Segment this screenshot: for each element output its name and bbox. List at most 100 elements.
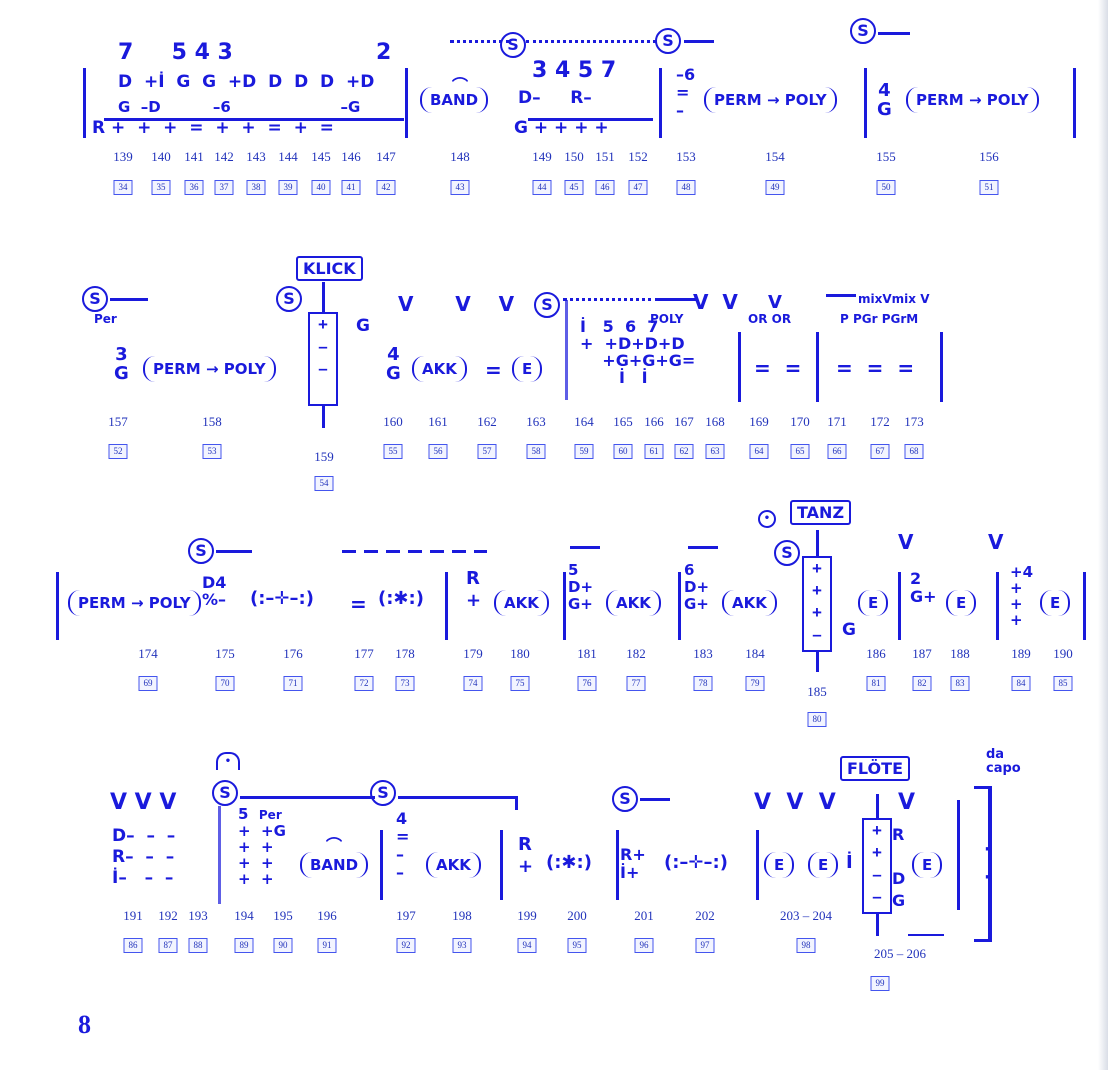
box-number: 47 <box>628 180 648 195</box>
s-sign: S <box>534 292 560 318</box>
barline <box>616 830 619 900</box>
arrow-down <box>876 912 879 936</box>
bracket <box>826 294 856 297</box>
bar-number: 159 <box>314 449 334 464</box>
box-number: 58 <box>526 444 546 459</box>
bar-number: 196 <box>317 908 337 923</box>
chord-labels: D– R– <box>518 88 592 108</box>
g-label: G <box>356 316 370 336</box>
box-number: 49 <box>765 180 785 195</box>
s-sign: S <box>774 540 800 566</box>
bracket <box>656 298 696 301</box>
box-number: 43 <box>450 180 470 195</box>
bar-number: 200 <box>567 908 587 923</box>
box-number: 91 <box>317 938 337 953</box>
bar-number: 180 <box>510 646 530 661</box>
equals-row: = = <box>754 356 802 380</box>
bar-number: 160 <box>383 414 403 429</box>
band-label: BAND <box>300 852 369 878</box>
bar-number: 170 <box>790 414 810 429</box>
r-plus: R+ <box>466 568 482 611</box>
barline <box>1083 572 1086 640</box>
barline <box>756 830 759 900</box>
wavy-bar <box>218 806 221 904</box>
finger-numbers: 3 4 5 7 <box>532 58 617 83</box>
repeat-dots: ·· <box>984 839 991 888</box>
akk-label: AKK <box>412 356 467 382</box>
box-number: 62 <box>674 444 694 459</box>
box-number: 36 <box>184 180 204 195</box>
wavy-bar <box>565 300 568 400</box>
or-label: OR <box>748 312 768 326</box>
box-number: 55 <box>383 444 403 459</box>
bar-number: 153 <box>676 149 696 164</box>
barline <box>1073 68 1076 138</box>
s-sign: S <box>612 786 638 812</box>
or-labels: OR OR <box>748 312 791 326</box>
bar-number: 195 <box>273 908 293 923</box>
check-marks: V V V <box>754 790 836 815</box>
box-number: 60 <box>613 444 633 459</box>
bracket <box>640 798 670 801</box>
dash-column: 4=–– <box>396 809 410 882</box>
barline <box>940 332 943 402</box>
box-number: 53 <box>202 444 222 459</box>
box-number: 89 <box>234 938 254 953</box>
barline <box>500 830 503 900</box>
bar-number: 140 <box>151 149 171 164</box>
box-number: 95 <box>567 938 587 953</box>
e-label: E <box>1040 590 1071 616</box>
repeat-bracket <box>974 786 992 942</box>
box-number: 34 <box>113 180 133 195</box>
box-number: 74 <box>463 676 483 691</box>
bar-number: 152 <box>628 149 648 164</box>
plus-row: G + + + + <box>514 118 609 138</box>
bar-number: 181 <box>577 646 597 661</box>
bar-number: 154 <box>765 149 785 164</box>
bar-number: 166 <box>644 414 664 429</box>
barline <box>678 572 681 640</box>
bar-number: 155 <box>876 149 896 164</box>
bar-number: 177 <box>354 646 374 661</box>
box-number: 85 <box>1053 676 1073 691</box>
barline <box>563 572 566 640</box>
dashed-bracket <box>342 550 487 553</box>
bar-number: 146 <box>341 149 361 164</box>
bar-number: 198 <box>452 908 472 923</box>
box-number: 75 <box>510 676 530 691</box>
hold-line <box>908 934 944 936</box>
box-number: 87 <box>158 938 178 953</box>
or-label: OR <box>771 312 792 326</box>
bar-number: 172 <box>870 414 890 429</box>
barline <box>659 68 662 138</box>
beam <box>104 118 404 121</box>
bar-number: 197 <box>396 908 416 923</box>
e-label: E <box>808 852 839 878</box>
per-label: Per <box>94 312 117 326</box>
page-number: 8 <box>78 1010 91 1039</box>
box-number: 40 <box>311 180 331 195</box>
fermata: ⌒ <box>452 76 469 95</box>
bracket-end <box>515 796 518 810</box>
chord-stack: İ 5 6 7+ +D+D+D +G+G+G= İ İ <box>580 317 696 387</box>
bar-number: 168 <box>705 414 725 429</box>
box-number: 64 <box>749 444 769 459</box>
bar-number: 161 <box>428 414 448 429</box>
check-mark: V <box>898 530 914 554</box>
chord-row-2: G –D –6 –G <box>118 98 361 116</box>
bar-number: 193 <box>188 908 208 923</box>
box-number: 67 <box>870 444 890 459</box>
akk-label: AKK <box>606 590 661 616</box>
barline <box>864 68 867 138</box>
box-number: 82 <box>912 676 932 691</box>
barline <box>405 68 408 138</box>
bar-number: 199 <box>517 908 537 923</box>
s-sign: S <box>212 780 238 806</box>
box-number: 46 <box>595 180 615 195</box>
bar-number: 182 <box>626 646 646 661</box>
